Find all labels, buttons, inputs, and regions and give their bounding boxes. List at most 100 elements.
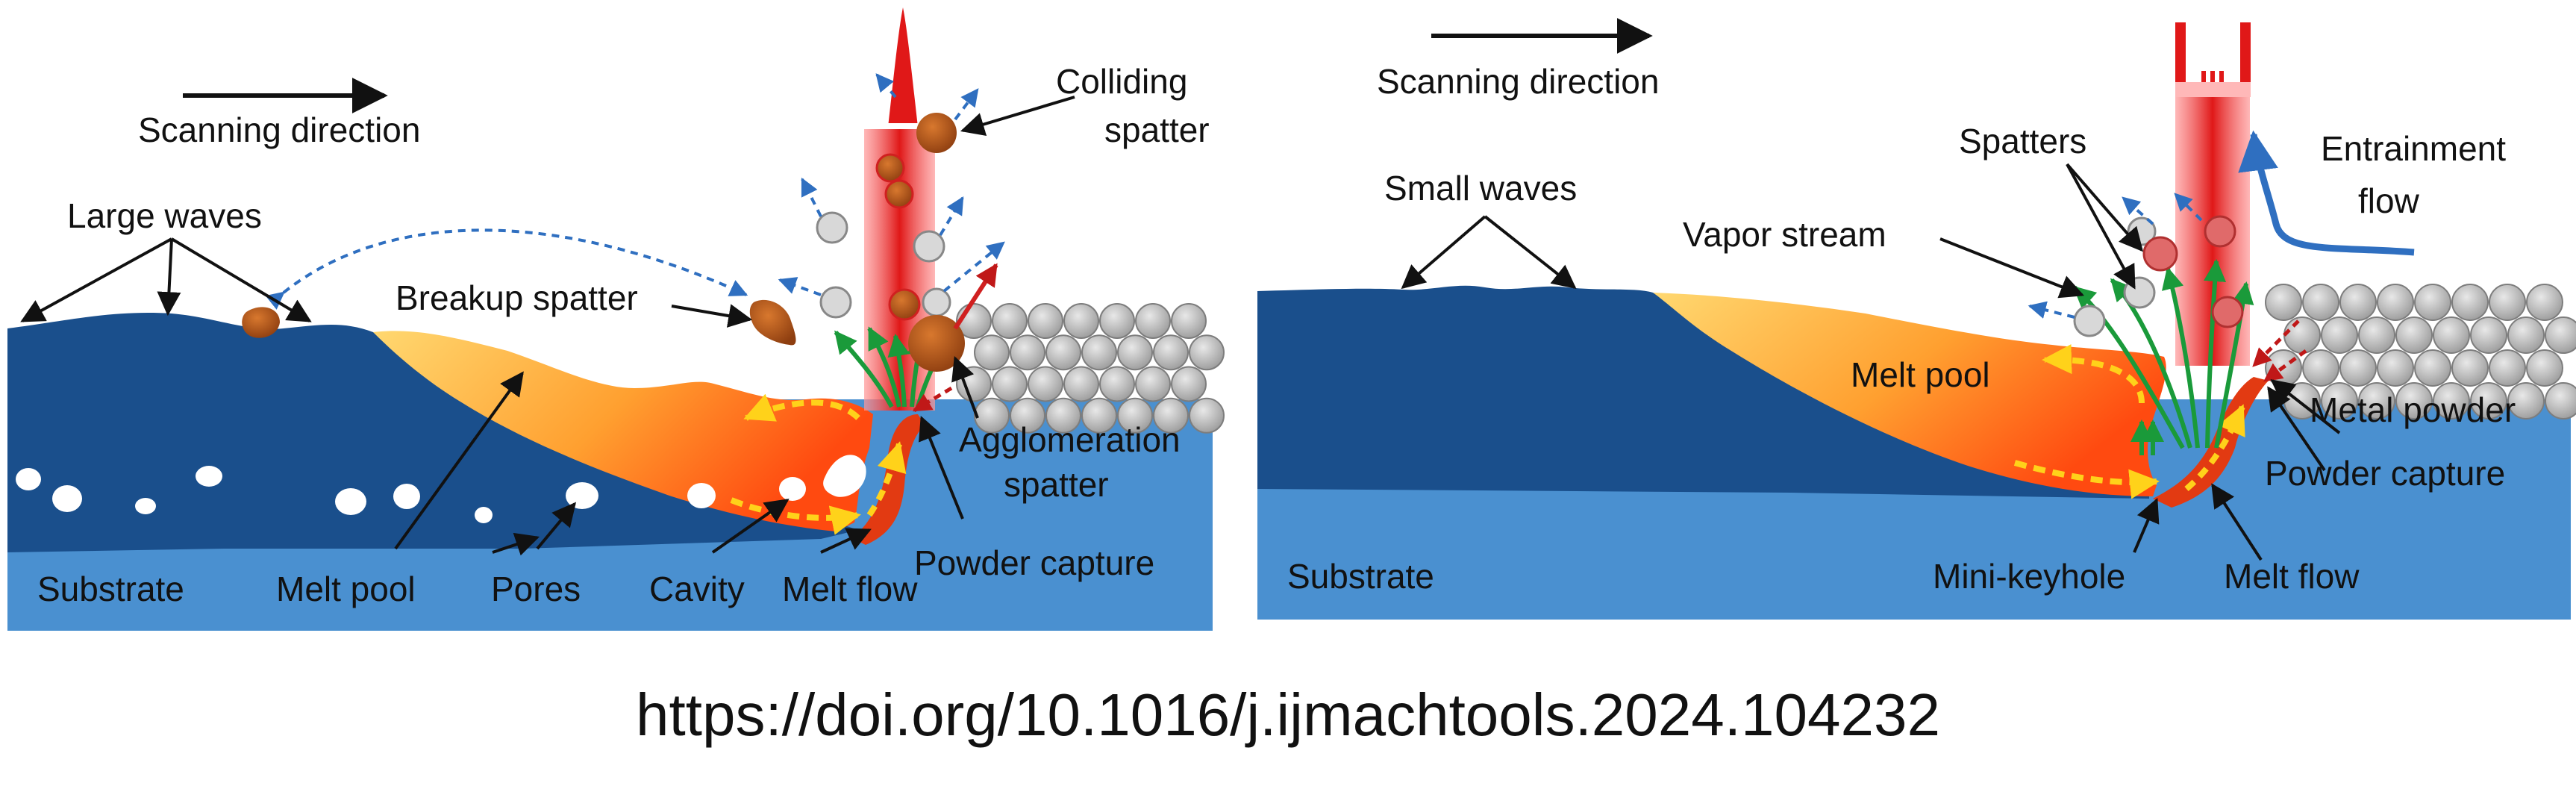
powder-particle [1171, 366, 1207, 402]
left-cavity [823, 455, 866, 497]
powder-particle [1135, 366, 1171, 402]
right-melt-pool-label: Melt pool [1851, 355, 1990, 394]
powder-particle [974, 397, 1010, 434]
powder-particle [2339, 284, 2377, 321]
doi-link[interactable]: https://doi.org/10.1016/j.ijmachtools.20… [636, 681, 1940, 748]
powder-particle [1045, 334, 1081, 371]
powder-particle [1081, 397, 1117, 434]
powder-particle [2414, 349, 2451, 387]
pores-label: Pores [491, 570, 581, 608]
mini-keyhole-label: Mini-keyhole [1933, 557, 2125, 596]
breakup-spatter-particle-1 [242, 307, 280, 338]
vapor-stream-label: Vapor stream [1683, 215, 1886, 254]
powder-particle [992, 303, 1028, 339]
right-panel: Scanning direction Small waves Spatters … [1257, 18, 2576, 620]
right-powder-capture-label: Powder capture [2265, 454, 2505, 493]
left-panel: Scanning direction Large waves Breakup s… [7, 7, 1225, 631]
powder-particle [2451, 284, 2489, 321]
left-scanning-direction-label: Scanning direction [138, 110, 420, 149]
powder-particle [2451, 349, 2489, 387]
left-powder-capture-arrow [912, 386, 953, 413]
powder-particle [2265, 284, 2302, 321]
agglomeration-spatter-label-2: spatter [1004, 465, 1109, 504]
agglomeration-trajectory-arrow [953, 263, 998, 330]
left-melt-flow-label: Melt flow [782, 570, 918, 608]
powder-particle [992, 366, 1028, 402]
right-melt-flow-arrow-1 [2042, 344, 2145, 404]
powder-particle [2377, 284, 2414, 321]
powder-particle [2470, 382, 2507, 419]
left-melt-flow-arrow-1 [743, 393, 860, 422]
powder-particle [1028, 303, 1063, 339]
metal-powder-label: Metal powder [2310, 390, 2516, 429]
powder-particle [2526, 349, 2563, 387]
left-melt-pool [373, 331, 873, 531]
powder-particle [1171, 303, 1207, 339]
powder-particle [2414, 284, 2451, 321]
left-melt-pool-label: Melt pool [276, 570, 416, 608]
powder-particle [1117, 397, 1153, 434]
entrainment-flow-label-2: flow [2358, 181, 2420, 220]
right-particle-trajectories [2028, 193, 2203, 319]
powder-particle [1045, 397, 1081, 434]
left-melt-flow-arrow-2 [730, 497, 861, 535]
left-colliding-spatters [875, 153, 921, 321]
powder-particle [2395, 382, 2433, 419]
powder-particle [2470, 316, 2507, 354]
powder-particle [2433, 316, 2470, 354]
colliding-spatter-label-1: Colliding [1056, 62, 1187, 101]
large-waves-label: Large waves [67, 196, 262, 235]
powder-particle [2507, 316, 2545, 354]
left-substrate-label: Substrate [37, 570, 184, 608]
powder-particle [2489, 349, 2526, 387]
powder-particle [1117, 334, 1153, 371]
left-melt-flow-arrow-3 [866, 441, 907, 517]
powder-particle [1010, 334, 1045, 371]
powder-particle [2433, 382, 2470, 419]
powder-particle [2302, 284, 2339, 321]
right-vapor-stream [2072, 259, 2254, 455]
left-powder-capture-label: Powder capture [914, 543, 1154, 582]
agglomeration-spatter-label-1: Agglomeration [959, 420, 1181, 459]
powder-particle [1081, 334, 1117, 371]
right-spatter-particles [2142, 215, 2244, 328]
right-powder-capture-arrow-2 [2263, 349, 2307, 383]
powder-particle [2545, 382, 2576, 419]
powder-particle [1099, 366, 1135, 402]
agglomeration-spatter-particle [908, 315, 965, 372]
spatters-label: Spatters [1959, 122, 2086, 160]
cavity-label: Cavity [649, 570, 745, 608]
right-substrate-label: Substrate [1287, 557, 1434, 596]
powder-particle [2507, 382, 2545, 419]
right-melt-pool [1653, 293, 2166, 496]
powder-particle [1099, 303, 1135, 339]
powder-particle [1153, 397, 1189, 434]
powder-particle [1153, 334, 1189, 371]
powder-particle [1189, 397, 1225, 434]
powder-particle [2302, 349, 2339, 387]
powder-particle [974, 334, 1010, 371]
powder-particle [1028, 366, 1063, 402]
colliding-spatter-label-2: spatter [1104, 110, 1210, 149]
powder-particle [2377, 349, 2414, 387]
breakup-spatter-label: Breakup spatter [396, 278, 638, 317]
right-melt-flow-arrow-2 [2013, 460, 2160, 499]
powder-particle [1010, 397, 1045, 434]
entrainment-flow-arrow [2238, 130, 2415, 256]
powder-particle [1063, 303, 1099, 339]
right-ejected-powder [2073, 216, 2157, 337]
right-melt-flow-label: Melt flow [2224, 557, 2360, 596]
right-labels: Scanning direction Small waves Spatters … [1287, 62, 2516, 596]
right-leader-lines [1401, 163, 2341, 561]
powder-particle [2489, 284, 2526, 321]
small-waves-label: Small waves [1384, 169, 1577, 208]
powder-particle [2321, 316, 2358, 354]
powder-particle [2545, 316, 2576, 354]
left-solidified-track [7, 313, 858, 552]
left-pores [16, 466, 806, 523]
powder-particle [1063, 366, 1099, 402]
breakup-spatter-particle-2 [749, 299, 796, 346]
powder-particle [2321, 382, 2358, 419]
